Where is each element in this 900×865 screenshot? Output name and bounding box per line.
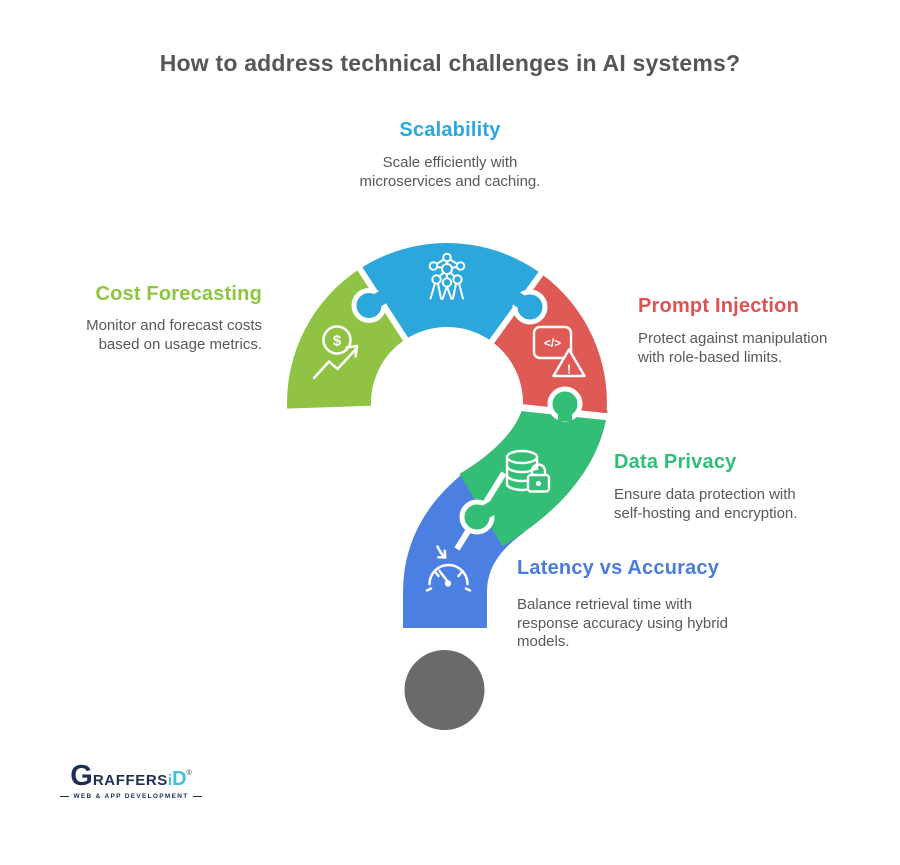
svg-text:!: !: [567, 362, 571, 377]
tagline-dash-left: [60, 796, 70, 797]
scalability-line-2: microservices and caching.: [359, 172, 541, 190]
tagline-text: WEB & APP DEVELOPMENT: [73, 793, 189, 800]
scalability-line-1: Scale efficiently with: [382, 154, 518, 171]
prompt-line-2: with role-based limits.: [638, 348, 783, 366]
latency-line-2: response accuracy using hybrid: [517, 614, 728, 632]
prompt-line-1: Protect against manipulation: [638, 330, 828, 347]
cost-forecasting-heading: Cost Forecasting: [95, 283, 262, 305]
data-privacy-description: Ensure data protection with self-hosting…: [614, 486, 854, 523]
latency-accuracy-heading: Latency vs Accuracy: [517, 557, 720, 579]
registered-trademark-icon: ®: [186, 770, 192, 777]
cost-line-1: Monitor and forecast costs: [86, 317, 262, 334]
privacy-line-1: Ensure data protection with: [614, 486, 796, 503]
logo-tagline: WEB & APP DEVELOPMENT: [60, 793, 202, 800]
latency-line-1: Balance retrieval time with: [517, 596, 693, 613]
dollar-trend-icon: $: [312, 325, 359, 380]
page-title: How to address technical challenges in A…: [159, 50, 741, 76]
tagline-dash-right: [192, 796, 202, 797]
data-privacy-heading: Data Privacy: [614, 451, 737, 473]
prompt-injection-heading: Prompt Injection: [638, 295, 799, 317]
prompt-injection-description: Protect against manipulation with role-b…: [638, 330, 878, 367]
logo-letter-g: G: [70, 760, 93, 792]
code-warning-icon: </> !: [532, 325, 586, 378]
scalability-description: Scale efficiently with microservices and…: [0, 154, 900, 191]
database-lock-icon: [505, 449, 551, 493]
cost-forecasting-description: Monitor and forecast costs based on usag…: [40, 317, 262, 354]
speedometer-icon: [425, 545, 472, 592]
network-nodes-icon: [428, 252, 466, 300]
latency-line-3: models.: [517, 633, 570, 650]
privacy-line-2: self-hosting and encryption.: [614, 504, 798, 522]
svg-text:$: $: [333, 333, 342, 350]
puzzle-piece-scalability: [359, 243, 542, 342]
svg-text:</>: </>: [544, 336, 561, 350]
puzzle-knobs: [351, 288, 583, 535]
scalability-heading: Scalability: [399, 119, 501, 141]
cost-line-2: based on usage metrics.: [98, 335, 262, 353]
logo-letter-d: D: [172, 768, 187, 790]
question-mark-dot: [404, 650, 485, 730]
logo-text-raffers: RAFFERS: [92, 772, 168, 789]
latency-accuracy-description: Balance retrieval time with response acc…: [517, 596, 752, 652]
logo-letter-i: i: [167, 772, 173, 789]
